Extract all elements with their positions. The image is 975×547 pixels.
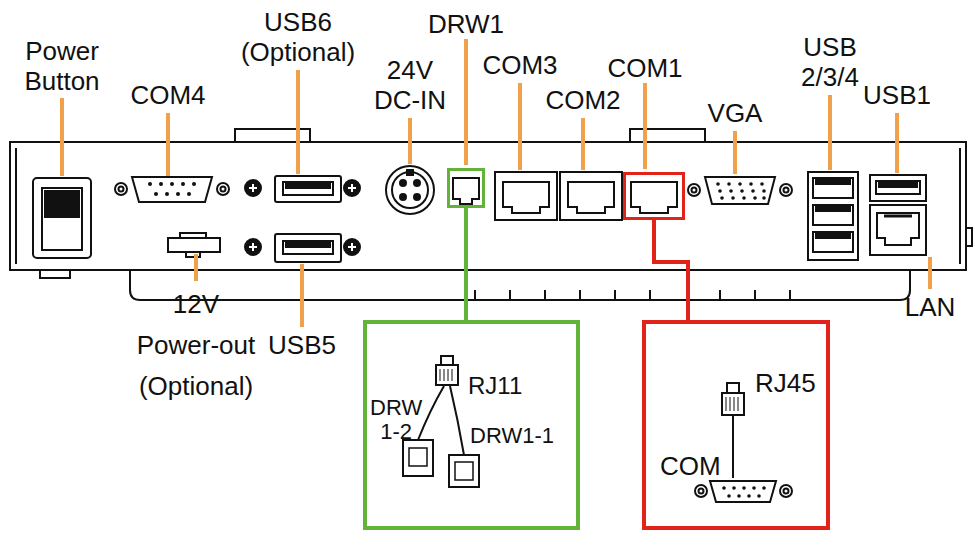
port-label: LAN [905, 292, 956, 322]
port-highlight: COM1 [623, 172, 685, 220]
port-highlight: DRW1 [447, 168, 485, 208]
text-word: 1-2 [380, 419, 412, 444]
text-word: (Optional) [241, 37, 355, 67]
text-word: DC-IN [374, 85, 446, 115]
text-word: 2/3/4 [801, 62, 859, 92]
text-word: 12V [173, 289, 219, 319]
callout-connector [654, 220, 688, 320]
callout-text: DRW1-1 [470, 423, 554, 449]
text-word: COM2 [545, 85, 620, 115]
port-label: USB 2/3/4 [801, 32, 859, 92]
callout-text: COM [660, 451, 721, 481]
port-label: DRW1 [428, 9, 504, 39]
text-word: COM1 [607, 53, 682, 83]
callout-box: RJ11DRW 1-2DRW1-1 [363, 320, 580, 530]
port-label: COM4 [130, 80, 205, 110]
text-word: USB [803, 32, 856, 62]
callout-box: RJ45COM [642, 320, 830, 530]
port-label: 24V DC-IN [374, 55, 446, 115]
port-label: 12V Power-out (Optional) [137, 284, 256, 407]
callout-text: RJ11 [468, 372, 522, 400]
text-word: Button [24, 66, 99, 96]
callout-text: RJ45 [755, 368, 816, 398]
port-label: USB1 [863, 80, 931, 110]
text-word: USB6 [264, 7, 332, 37]
text-word: COM4 [130, 80, 205, 110]
text-word: (Optional) [139, 371, 253, 401]
port-label: USB6 (Optional) [241, 7, 355, 67]
text-word: DRW1 [428, 9, 504, 39]
text-word: Power [25, 36, 99, 66]
callout-connector [464, 208, 468, 320]
port-label: COM2 [545, 85, 620, 115]
text-word: 24V [387, 55, 433, 85]
text-word: COM [660, 451, 721, 481]
port-label: Power Button [24, 36, 99, 96]
port-label: COM3 [482, 50, 557, 80]
text-word: DRW1-1 [470, 423, 554, 448]
text-word: USB1 [863, 80, 931, 110]
port-label: COM1 [607, 53, 682, 83]
text-word: VGA [708, 98, 763, 128]
text-word: LAN [905, 292, 956, 322]
text-word: Power-out [137, 330, 256, 360]
text-word: COM3 [482, 50, 557, 80]
port-label: VGA [708, 98, 763, 128]
text-word: DRW [370, 395, 422, 420]
text-word: RJ45 [755, 368, 816, 398]
callout-text: DRW 1-2 [370, 396, 422, 444]
text-word: RJ11 [468, 372, 522, 399]
text-word: USB5 [268, 330, 336, 360]
port-label: USB5 [268, 330, 336, 360]
